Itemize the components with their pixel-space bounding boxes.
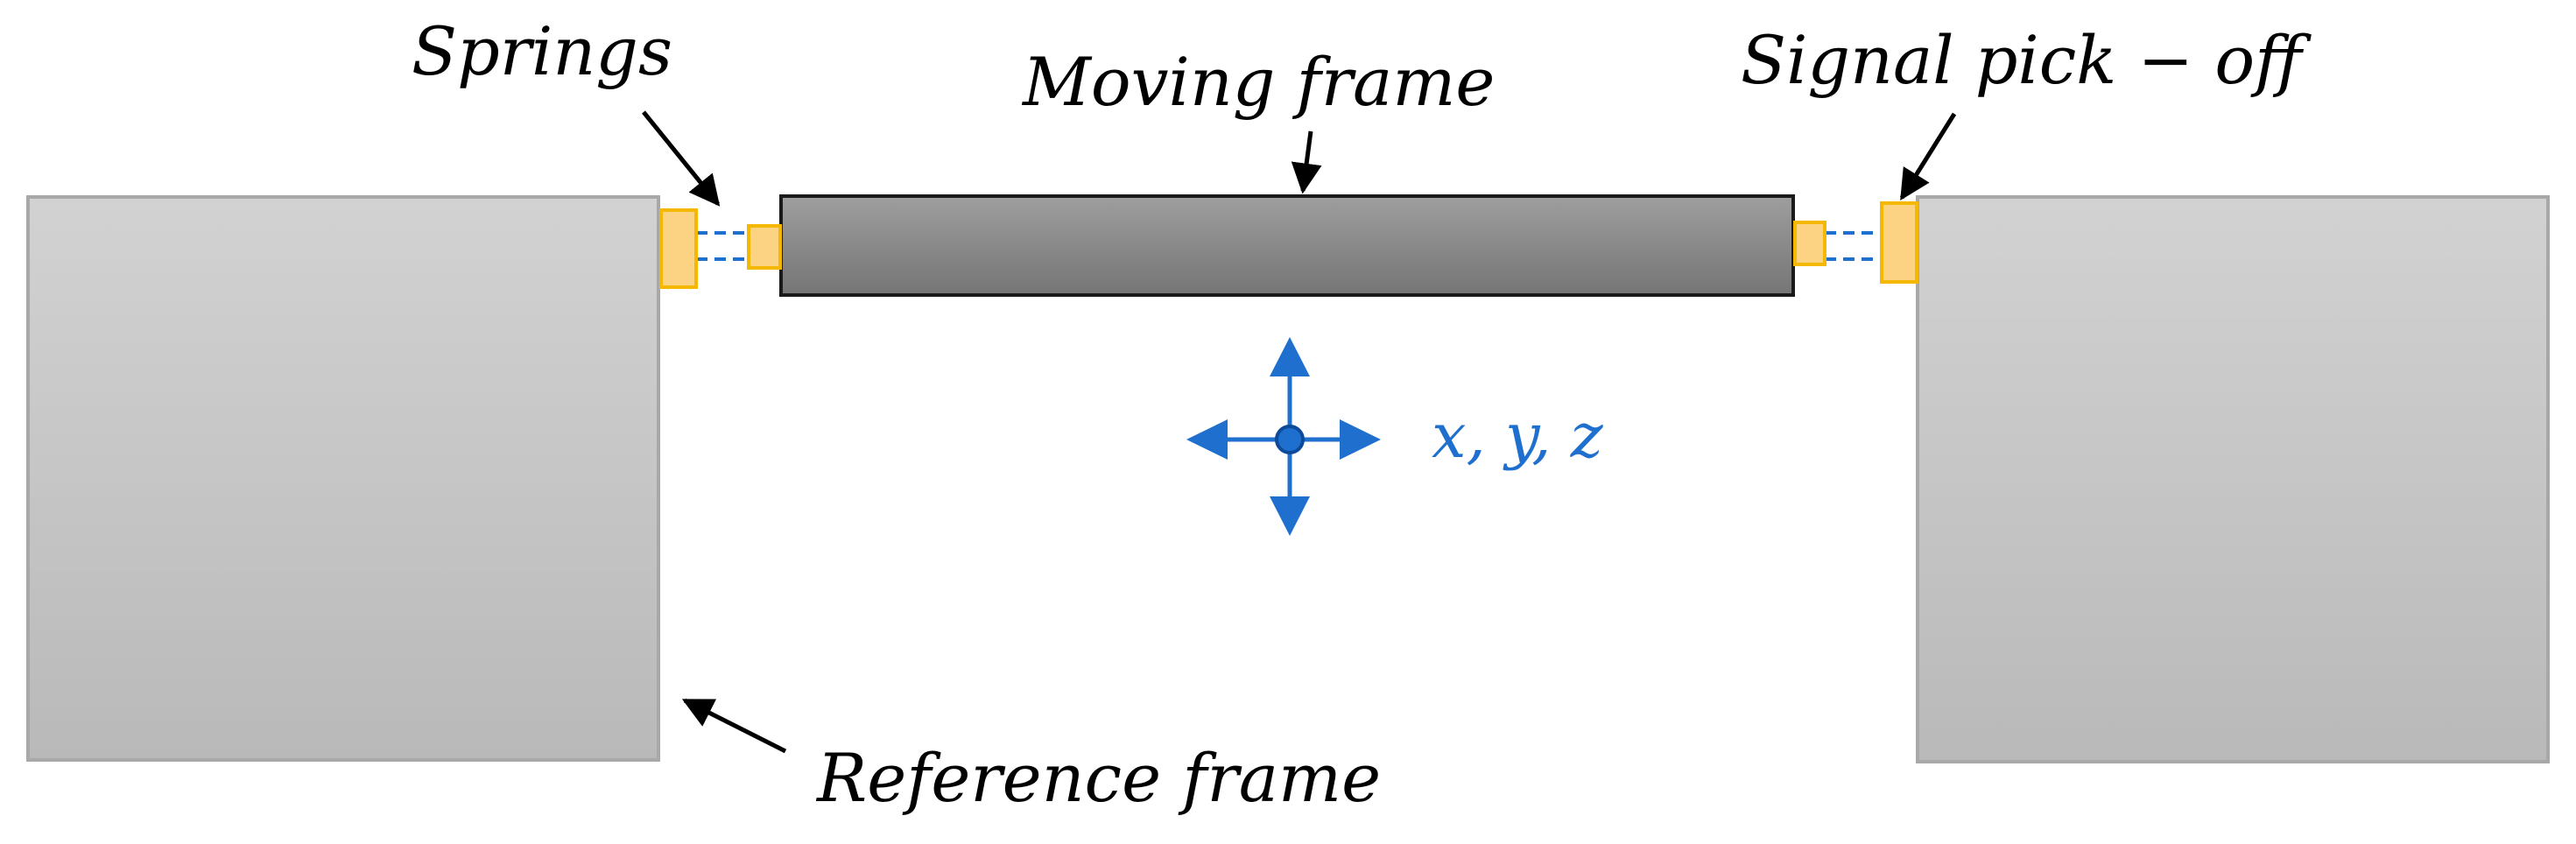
moving-frame-label: Moving frame: [1021, 43, 1495, 121]
moving-frame-bar: [779, 194, 1795, 297]
axes-label: x, y, z: [1432, 400, 1604, 472]
moving-frame-pointer-arrow: [1291, 130, 1322, 194]
four-way-arrow-icon: [1186, 337, 1381, 536]
pick-off-pad-right: [1880, 201, 1918, 284]
spring-pad-left: [747, 224, 782, 270]
reference-frame-label: Reference frame: [815, 739, 1381, 817]
reference-frame-right: [1916, 195, 2550, 763]
spring-left: [659, 208, 782, 289]
spring-anchor-pad-left: [659, 208, 698, 289]
springs-label: Springs: [412, 12, 672, 90]
springs-pointer-arrow: [642, 110, 721, 207]
reference-frame-left: [26, 195, 660, 762]
reference-frame-pointer-arrow: [681, 698, 787, 754]
spring-right: [1793, 201, 1918, 284]
signal-pick-off-label: Signal pick − off: [1741, 21, 2312, 99]
center-dot: [1275, 425, 1305, 454]
pick-off-pointer-arrow: [1899, 112, 1957, 200]
spring-pad-right: [1793, 221, 1826, 266]
